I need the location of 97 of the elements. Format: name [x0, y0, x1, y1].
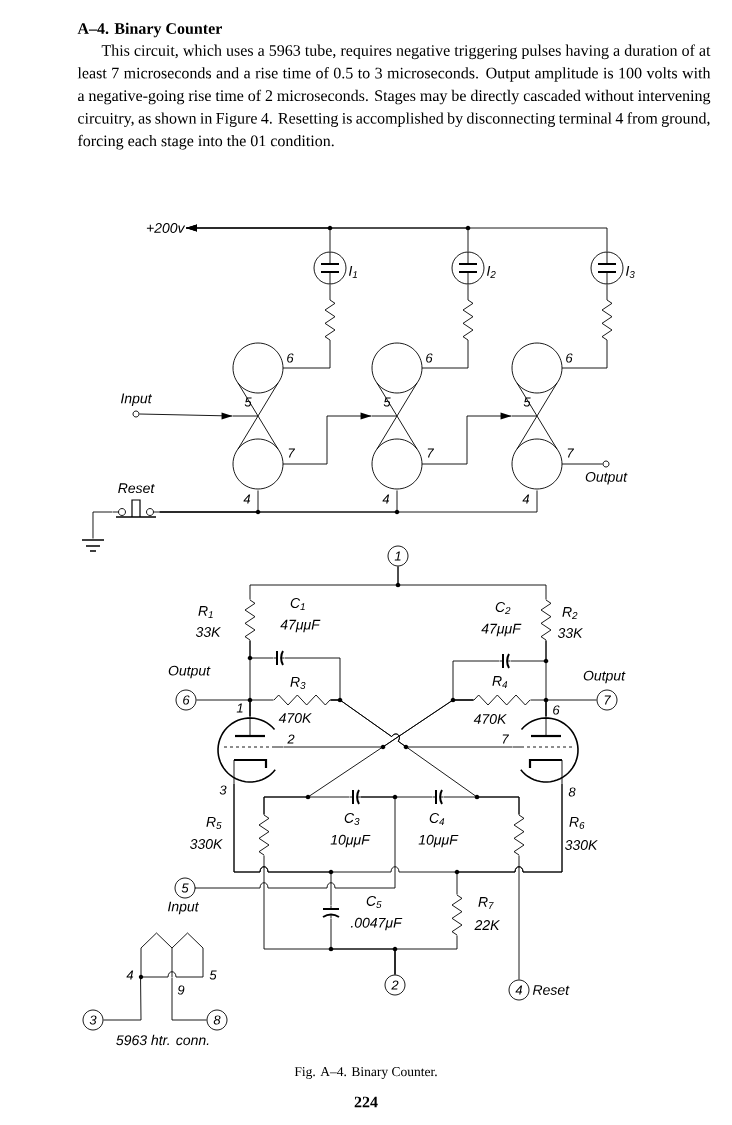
pin-number: 4 [126, 970, 134, 980]
figure-caption: Fig. A–4. Binary Counter. [294, 1067, 437, 1079]
push-button-switch: Reset [112, 483, 160, 518]
heading: A–4. Binary Counter [77, 22, 222, 38]
node-label: Input [120, 393, 153, 407]
pin-number: 1 [236, 703, 243, 713]
wire [510, 640, 547, 662]
component-label: C$_{1}$ [290, 598, 305, 610]
resistor-symbol [451, 894, 463, 936]
drawing-caption: 5963 htr. conn. [116, 1034, 209, 1046]
tube-symbol [512, 716, 579, 784]
component-label: 33K [557, 628, 583, 638]
component-label: R$_{4}$ [492, 676, 508, 688]
wire [452, 660, 500, 701]
component-label: C$_{5}$ [366, 896, 382, 909]
pin-number: 5 [209, 970, 217, 980]
wire [561, 463, 603, 465]
component-label: 10μμF [418, 834, 459, 848]
component-label: 22K [474, 920, 500, 930]
node-label: Output [585, 471, 628, 485]
wire [518, 855, 520, 980]
arrow [282, 412, 372, 465]
wire [421, 284, 474, 369]
pin-number: 6 [553, 705, 560, 715]
component-label: C$_{3}$ [344, 813, 360, 825]
wire [283, 699, 474, 748]
wire [282, 284, 336, 369]
page-number: 224 [354, 1096, 378, 1108]
terminal-label: Output [583, 670, 626, 684]
resistor-symbol [473, 694, 531, 706]
wire [456, 783, 563, 895]
component-label: 47μμF [280, 619, 321, 633]
component-label: 10μμF [330, 834, 371, 848]
component-label: R$_{3}$ [290, 677, 306, 689]
resistor-symbol [540, 599, 552, 641]
resistor-symbol [273, 694, 331, 706]
wire [171, 977, 207, 1021]
wire [330, 699, 513, 748]
resistor-symbol [258, 814, 270, 856]
pin-number: 2 [287, 734, 295, 744]
capacitor-symbol [273, 650, 285, 666]
capacitor-symbol [499, 653, 511, 669]
component-label: R$_{5}$ [206, 817, 222, 829]
component-label: R$_{6}$ [569, 817, 585, 829]
component-label: R$_{1}$ [198, 606, 213, 618]
wire [284, 657, 341, 701]
wire [194, 796, 396, 889]
capacitor-symbol [432, 789, 444, 805]
lamp-label: I$_{3}$ [626, 266, 635, 278]
wire [397, 566, 547, 600]
terminal: Output [585, 460, 628, 485]
wire [530, 699, 547, 717]
terminal-label: Reset [532, 985, 570, 995]
voltage-label: +200v [146, 223, 186, 233]
resistor-symbol [244, 599, 256, 641]
pin-number: 3 [219, 785, 227, 795]
heater-drawing [138, 932, 204, 980]
component-label: 33K [195, 627, 221, 637]
pin-number: 9 [177, 985, 185, 995]
wire [103, 977, 142, 1021]
capacitor-symbol [322, 905, 340, 919]
wire [561, 284, 613, 369]
pin-number: 7 [502, 734, 510, 744]
neon-lamp-symbol [313, 251, 347, 285]
component-label: 330K [190, 839, 223, 849]
wire [394, 935, 458, 975]
wire [249, 640, 274, 659]
neon-lamp-symbol [451, 251, 485, 285]
component-label: 470K [473, 714, 507, 724]
terminal-label: Input [168, 901, 200, 915]
ground-symbol [81, 539, 105, 552]
arrow [139, 412, 233, 420]
wire [92, 511, 113, 539]
arrow [185, 224, 608, 252]
component-label: 47μμF [481, 623, 522, 637]
body-text: This circuit, which uses a 5963 tube, requires negative triggering pulses having a duration of at least 7 microseconds and a rise time of 0.5 to 3 microseconds. Output amplitude is 100 volts with a negative-going rise time of 2 microseconds. Stages may be directly cascaded without intervening circuitry, as shown in Figure 4. Resetting is accomplished by disconnecting terminal 4 from ground, forcing each stage into the 01 condition. [77, 44, 711, 150]
wire [263, 796, 350, 815]
wire [233, 783, 332, 906]
pin-number: 8 [568, 787, 576, 797]
wire [159, 490, 538, 513]
arrow [421, 412, 512, 465]
capacitor-symbol [349, 789, 361, 805]
resistor-symbol [513, 814, 525, 856]
lamp-label: I$_{1}$ [349, 266, 357, 278]
component-label: C$_{2}$ [495, 602, 511, 614]
component-label: 470K [278, 713, 312, 723]
neon-lamp-symbol [590, 251, 624, 285]
terminal-label: Output [168, 665, 211, 679]
lamp-label: I$_{2}$ [487, 266, 496, 278]
component-label: R$_{2}$ [562, 607, 578, 619]
component-label: C$_{4}$ [429, 813, 445, 825]
wire [249, 699, 274, 717]
component-label: .0047μF [350, 917, 403, 931]
component-label: 330K [565, 840, 598, 850]
component-label: R$_{7}$ [478, 897, 494, 909]
terminal: Input [121, 393, 153, 418]
wire [443, 796, 520, 815]
